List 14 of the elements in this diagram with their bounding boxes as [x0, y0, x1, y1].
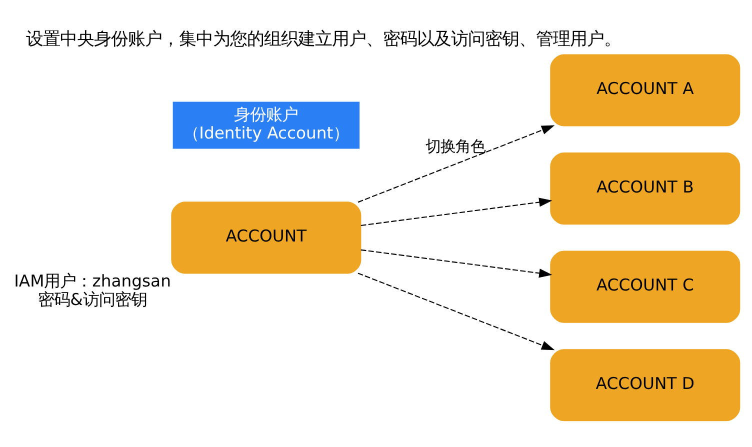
- node-box: ACCOUNT B: [550, 152, 740, 225]
- node-box: ACCOUNT C: [550, 250, 740, 323]
- edge-label: 切换角色: [425, 138, 486, 156]
- arrow: [360, 249, 552, 278]
- node-box: ACCOUNT A: [550, 54, 740, 126]
- arrow: [360, 198, 552, 226]
- node-box: ACCOUNT: [170, 202, 361, 274]
- arrow: [357, 125, 554, 203]
- node-label: 密码&访问密钥: [38, 290, 146, 309]
- node-box: ACCOUNT D: [550, 349, 740, 422]
- node-label: IAM用户：zhangsan: [14, 271, 170, 290]
- arrow: [357, 272, 554, 350]
- node-box: 身份账户 （Identity Account）: [172, 102, 360, 149]
- diagram-title: 设置中央身份账户，集中为您的组织建立用户、密码以及访问密钥、管理用户。: [26, 30, 621, 50]
